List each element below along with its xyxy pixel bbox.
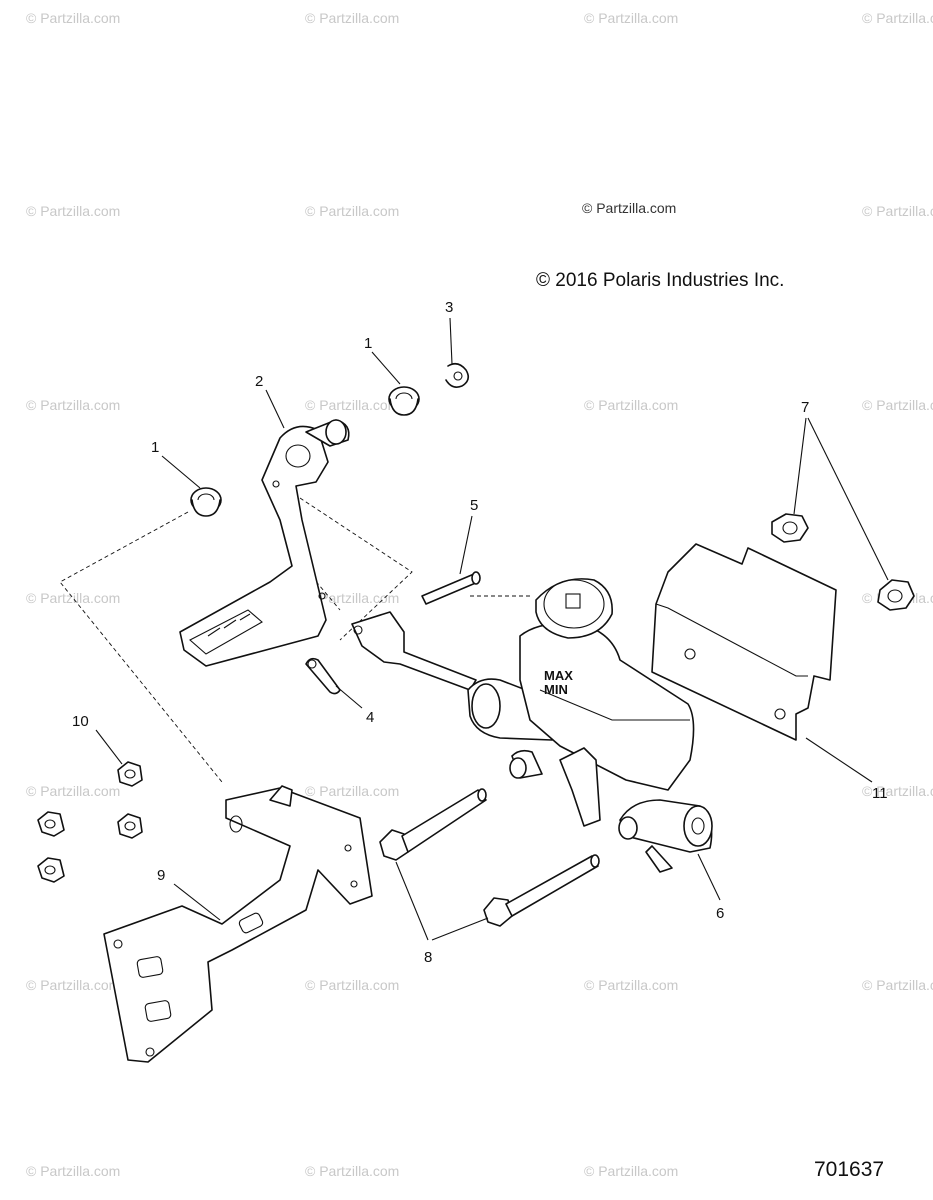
cotter-pin-part xyxy=(305,657,341,695)
callout-3: 3 xyxy=(445,299,453,316)
hex-nut-part xyxy=(117,761,143,787)
watermark-text: © Partzilla.com xyxy=(26,590,121,606)
reservoir-max-label: MAX xyxy=(544,668,573,683)
watermark-text: © Partzilla.com xyxy=(305,203,400,219)
bolt-part xyxy=(379,788,487,861)
master-cylinder-part: MAX MIN xyxy=(351,578,713,873)
watermark-text: © Partzilla.com xyxy=(305,1163,400,1179)
hex-nut-part xyxy=(37,811,65,837)
watermark-text: © Partzilla.com xyxy=(584,397,679,413)
diagram-number: 701637 xyxy=(814,1158,885,1181)
watermark-text: © Partzilla.com xyxy=(305,397,400,413)
callout-8: 8 xyxy=(424,949,432,966)
watermark-text: © Partzilla.com xyxy=(862,977,933,993)
bolt-part xyxy=(483,854,600,927)
watermark-text: © Partzilla.com xyxy=(26,977,121,993)
copyright-notice: © 2016 Polaris Industries Inc. xyxy=(536,270,785,291)
callout-6: 6 xyxy=(716,905,724,922)
bushing-part xyxy=(388,386,420,416)
watermark-text: © Partzilla.com xyxy=(26,10,121,26)
reservoir-min-label: MIN xyxy=(544,682,568,697)
callout-11: 11 xyxy=(872,785,888,802)
watermark-main: © Partzilla.com xyxy=(582,200,677,216)
watermark-text: © Partzilla.com xyxy=(26,783,121,799)
hex-nut-part xyxy=(117,813,143,839)
callout-1: 1 xyxy=(364,335,372,352)
callout-5: 5 xyxy=(470,497,478,514)
clevis-pin-part xyxy=(421,571,481,605)
e-clip-part xyxy=(445,362,470,388)
watermark-text: © Partzilla.com xyxy=(26,203,121,219)
hex-nut-part xyxy=(37,857,65,883)
flange-nut-part xyxy=(877,579,915,611)
watermark-text: © Partzilla.com xyxy=(862,397,933,413)
watermark-text: © Partzilla.com xyxy=(862,10,933,26)
callout-7: 7 xyxy=(801,399,809,416)
watermark-text: © Partzilla.com xyxy=(305,977,400,993)
callout-4: 4 xyxy=(366,709,374,726)
bushing-part xyxy=(190,487,222,517)
watermark-text: © Partzilla.com xyxy=(862,783,933,799)
watermark-text: © Partzilla.com xyxy=(305,590,400,606)
watermark-text: © Partzilla.com xyxy=(862,203,933,219)
mounting-plate-part xyxy=(651,543,837,741)
watermark-text: © Partzilla.com xyxy=(26,1163,121,1179)
watermark-text: © Partzilla.com xyxy=(305,783,400,799)
flange-nut-part xyxy=(771,513,809,543)
watermark-text: © Partzilla.com xyxy=(26,397,121,413)
callout-9: 9 xyxy=(157,867,165,884)
watermark-text: © Partzilla.com xyxy=(584,10,679,26)
callout-2: 2 xyxy=(255,373,263,390)
callout-1: 1 xyxy=(151,439,159,456)
watermark-text: © Partzilla.com xyxy=(305,10,400,26)
watermark-text: © Partzilla.com xyxy=(584,977,679,993)
brake-pedal-part xyxy=(179,419,350,667)
watermark-text: © Partzilla.com xyxy=(584,1163,679,1179)
callout-10: 10 xyxy=(72,713,89,730)
leader-lines xyxy=(95,317,889,941)
pedal-bracket-part xyxy=(103,785,373,1063)
